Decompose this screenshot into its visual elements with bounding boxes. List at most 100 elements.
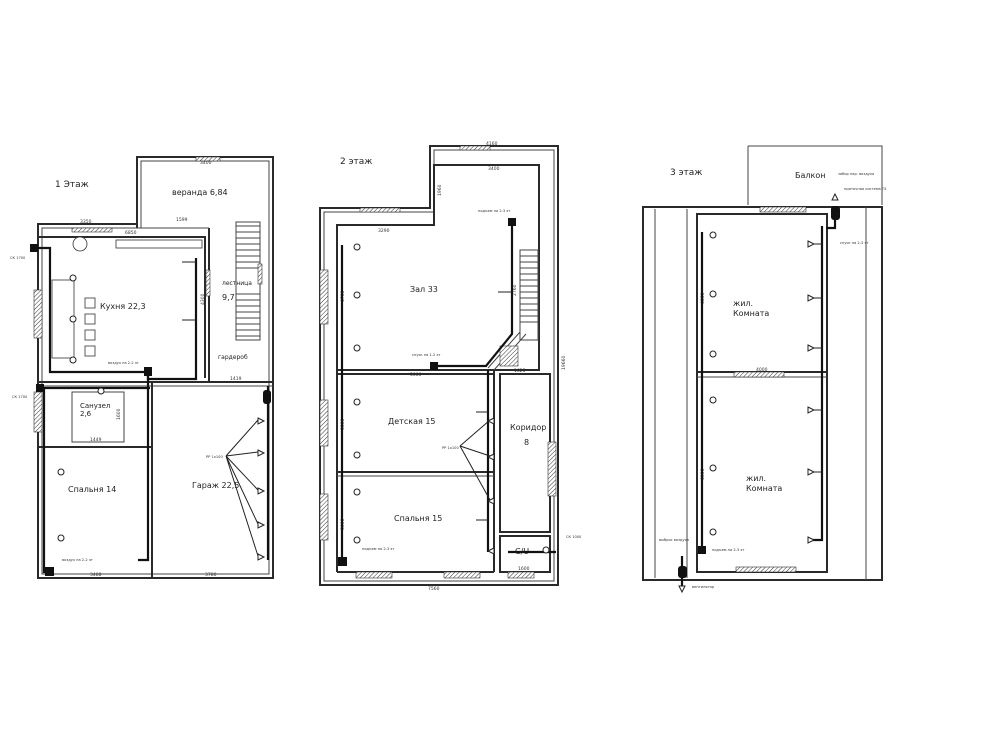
ventilation-unit-icon bbox=[831, 206, 840, 220]
note: подъем на 2-3 эт bbox=[712, 548, 744, 552]
window bbox=[355, 571, 393, 579]
heating-pipe bbox=[138, 372, 150, 562]
radiator bbox=[57, 468, 65, 542]
floor-2-title: 2 этаж bbox=[340, 157, 372, 167]
window bbox=[459, 145, 491, 151]
dimension: 4160 bbox=[486, 141, 498, 147]
dimension: 3400 bbox=[200, 160, 212, 166]
heating-pipe bbox=[42, 388, 50, 574]
note: забор нар. воздуха bbox=[838, 172, 874, 176]
dimension: 6850 bbox=[125, 230, 137, 236]
note: вентилятор bbox=[692, 585, 715, 589]
radiator bbox=[542, 546, 550, 554]
heating-pipe bbox=[434, 226, 514, 368]
kitchen-furniture bbox=[51, 236, 203, 359]
note: спуск на 2-3 эт bbox=[840, 241, 869, 245]
note: СК 1000 bbox=[566, 535, 582, 539]
window bbox=[319, 269, 329, 325]
dimension: 1419 bbox=[230, 376, 242, 382]
dimension: 1449 bbox=[90, 437, 102, 443]
floor-1-outer-wall bbox=[37, 156, 274, 579]
window bbox=[257, 263, 263, 285]
floor-2-plan: 2 этаж bbox=[319, 141, 582, 592]
room-kitchen: Кухня 22,3 bbox=[100, 302, 146, 311]
dimension: 1600 bbox=[518, 566, 530, 572]
dimension: 3290 bbox=[378, 228, 390, 234]
dimension: 3780 bbox=[205, 572, 217, 578]
note: РР 1х100 bbox=[442, 446, 459, 450]
dimension: 7560 bbox=[428, 586, 440, 592]
radiator bbox=[69, 274, 77, 364]
radiator bbox=[709, 396, 717, 536]
heating-pipe bbox=[810, 226, 824, 542]
radiator bbox=[709, 231, 717, 358]
window bbox=[735, 566, 797, 573]
room-hall: Зал 33 bbox=[410, 285, 438, 294]
dimension: 1960 bbox=[437, 184, 443, 196]
room-bathroom: Санузел bbox=[80, 402, 110, 410]
room-corridor: Коридор bbox=[510, 423, 546, 432]
window bbox=[733, 371, 785, 378]
floor-3-plan: 3 этаж Балкон жил. Комната жил. Комната … bbox=[642, 145, 887, 594]
valve-icon bbox=[144, 367, 152, 376]
room-balcony: Балкон bbox=[795, 171, 825, 180]
exhaust-fan-icon bbox=[678, 566, 687, 578]
window bbox=[205, 269, 211, 297]
radiator-triangle bbox=[807, 240, 816, 544]
radiator bbox=[353, 243, 361, 352]
window bbox=[443, 571, 481, 579]
room-bedroom: Спальня 14 bbox=[68, 485, 116, 494]
dimension: 1600 bbox=[116, 408, 122, 420]
window bbox=[195, 156, 221, 162]
pump-icon bbox=[36, 384, 44, 392]
dimension: 3488 bbox=[90, 572, 102, 578]
window bbox=[759, 206, 807, 213]
dimension: 19660 bbox=[561, 356, 567, 370]
fan-icon bbox=[263, 390, 271, 404]
floor-2-outer-wall bbox=[319, 145, 559, 586]
note: спуск на 1-2 эт bbox=[412, 353, 441, 357]
floor-1-stairs bbox=[235, 221, 261, 341]
valve-icon bbox=[698, 546, 706, 554]
radiator bbox=[97, 387, 105, 395]
note: воздух на 2-2 эт bbox=[62, 558, 93, 562]
floor-3-title: 3 этаж bbox=[670, 168, 702, 178]
window bbox=[33, 289, 43, 339]
room-wardrobe: гардероб bbox=[218, 354, 248, 361]
note: СК 1700 bbox=[10, 256, 26, 260]
window bbox=[507, 571, 535, 579]
note: приточная система П1 bbox=[844, 187, 887, 191]
dimension: 1625 bbox=[514, 368, 526, 374]
radiator-triangle bbox=[486, 417, 495, 555]
room-living-1: жил. bbox=[733, 299, 753, 308]
room-living-2: жил. bbox=[746, 474, 766, 483]
room-veranda: веранда 6,84 bbox=[172, 188, 228, 197]
dimension: 1599 bbox=[176, 217, 188, 223]
room-garage: Гараж 22,5 bbox=[192, 481, 239, 490]
window bbox=[33, 391, 43, 433]
note: РР 1х100 bbox=[206, 455, 223, 459]
arrow-down-icon bbox=[678, 585, 686, 594]
window bbox=[547, 441, 557, 497]
floor-1-kitchen-wall bbox=[38, 236, 206, 378]
radiator bbox=[353, 398, 361, 459]
dimension: 4300 bbox=[200, 293, 206, 305]
note: выброс воздуха bbox=[659, 538, 689, 542]
room-living-2-label: Комната bbox=[746, 484, 782, 493]
dimension: 5080 bbox=[410, 372, 422, 378]
room-stairs-area: 9,7 bbox=[222, 293, 235, 302]
dimension: 4000 bbox=[756, 367, 768, 373]
note: подъем на 2-3 эт bbox=[478, 209, 510, 213]
window bbox=[499, 345, 519, 367]
note: воздух на 2-2 эт bbox=[108, 361, 139, 365]
balcony-wall bbox=[748, 145, 883, 205]
window bbox=[319, 399, 329, 447]
room-living-1-label: Комната bbox=[733, 309, 769, 318]
valve-icon bbox=[508, 218, 516, 226]
floor-1-plan: 1 Этаж bbox=[10, 156, 274, 579]
window bbox=[71, 227, 113, 233]
room-bathroom-area: 2,6 bbox=[80, 410, 92, 418]
room-bedroom-2: Спальня 15 bbox=[394, 514, 442, 523]
bathroom-wall bbox=[71, 391, 125, 443]
